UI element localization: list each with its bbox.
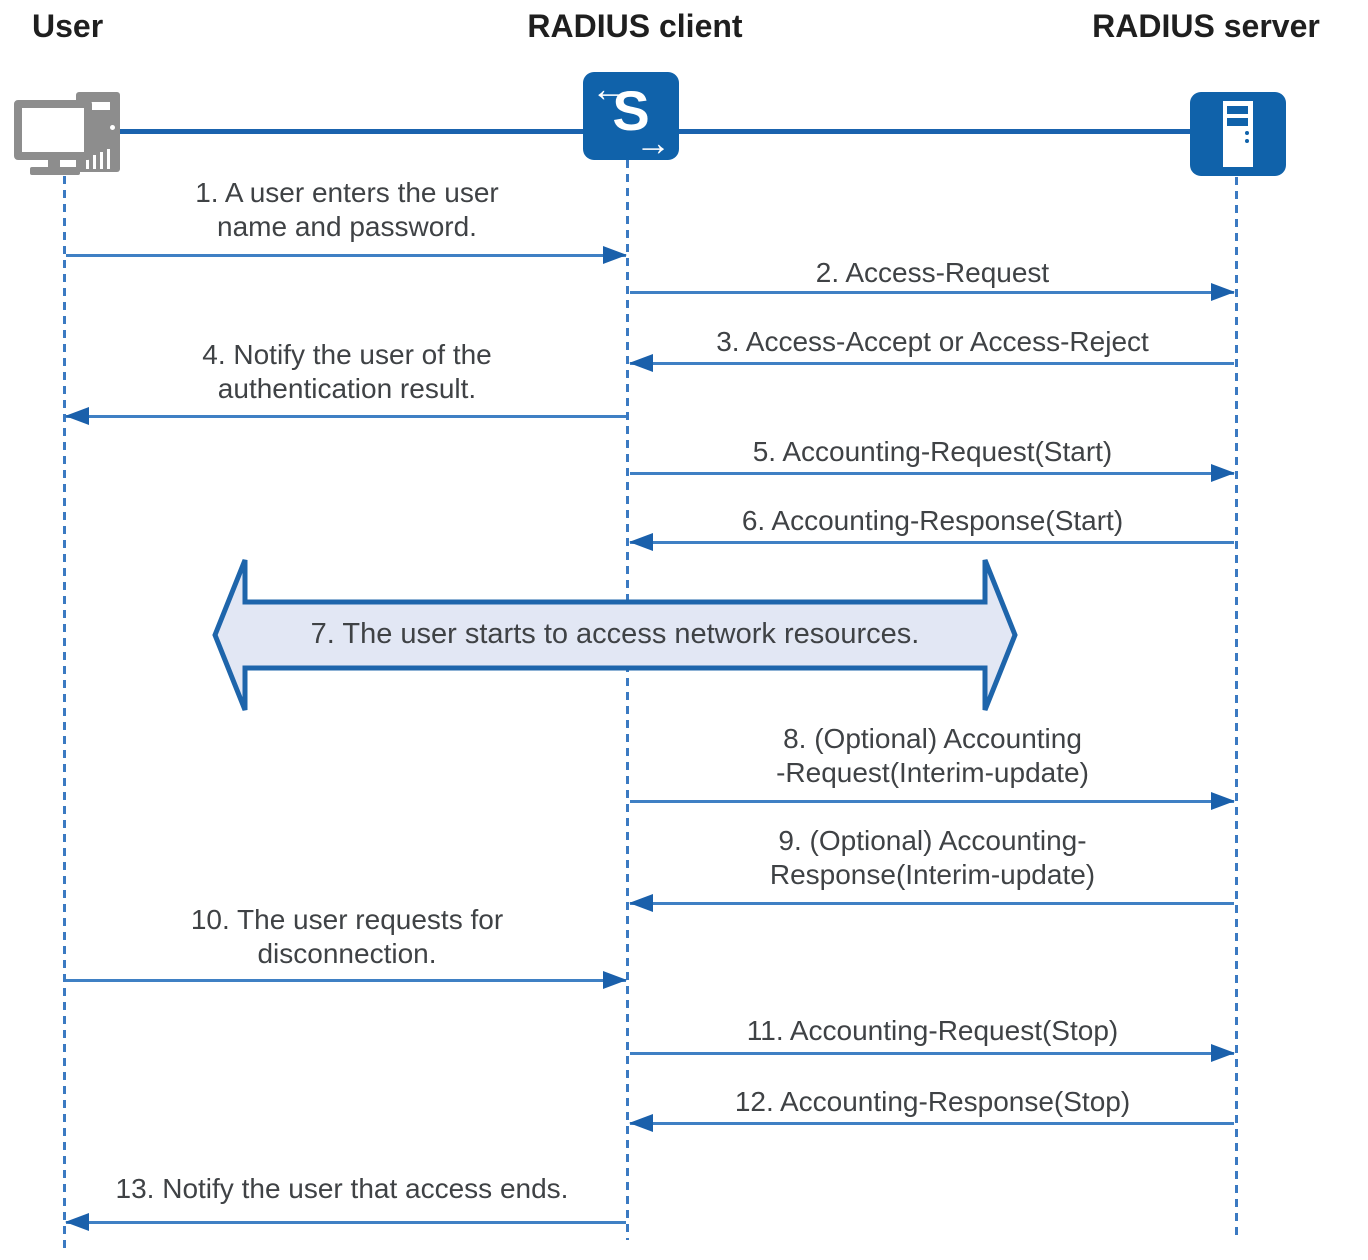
server-slot	[1227, 106, 1248, 114]
computer-monitor	[14, 100, 92, 160]
switch-arrow-right-icon: →	[635, 122, 671, 163]
message-9-label: 9. (Optional) Accounting- Response(Inter…	[769, 825, 1096, 890]
message-6-arrow	[629, 533, 1234, 551]
message-2-arrow	[630, 283, 1235, 301]
message-4-arrow	[65, 407, 626, 425]
actor-title-radius-server: RADIUS server	[1092, 8, 1320, 44]
message-11-label: 11. Accounting-Request(Stop)	[746, 1015, 1119, 1046]
message-10-label: 10. The user requests for disconnection.	[190, 904, 504, 969]
actor-title-radius-client: RADIUS client	[527, 8, 743, 44]
lifeline-radius-client	[626, 160, 629, 1240]
message-3-arrow	[629, 354, 1234, 372]
message-13-arrow	[65, 1213, 626, 1231]
switch-arrow-left-icon: ←	[591, 68, 627, 109]
message-5-label: 5. Accounting-Request(Start)	[752, 436, 1113, 467]
server-tower	[1223, 101, 1253, 167]
monitor-stand	[48, 160, 60, 167]
message-11-arrow	[630, 1044, 1235, 1062]
server-slot	[1227, 118, 1248, 126]
switch-letter: S	[612, 79, 650, 142]
server-led	[1245, 131, 1249, 135]
message-12-label: 12. Accounting-Response(Stop)	[734, 1086, 1131, 1117]
message-13-label: 13. Notify the user that access ends.	[115, 1173, 569, 1204]
message-2-label: 2. Access-Request	[815, 257, 1050, 288]
step7-banner-label: 7. The user starts to access network res…	[310, 618, 920, 650]
monitor-base	[30, 167, 80, 175]
desktop-computer-icon	[14, 90, 120, 178]
double-arrow-shape	[212, 559, 1018, 711]
message-3-label: 3. Access-Accept or Access-Reject	[716, 326, 1149, 357]
message-8-arrow	[630, 792, 1235, 810]
message-10-arrow	[66, 971, 627, 989]
lifeline-user	[63, 176, 66, 1248]
server-icon	[1190, 92, 1286, 176]
message-8-label: 8. (Optional) Accounting -Request(Interi…	[776, 723, 1089, 788]
actor-title-user: User	[32, 8, 104, 44]
message-12-arrow	[629, 1114, 1234, 1132]
message-5-arrow	[630, 464, 1235, 482]
message-9-arrow	[629, 894, 1234, 912]
tower-vents	[86, 149, 120, 169]
message-6-label: 6. Accounting-Response(Start)	[741, 505, 1124, 536]
message-1-arrow	[66, 246, 627, 264]
message-4-label: 4. Notify the user of the authentication…	[202, 339, 492, 404]
server-led	[1245, 139, 1249, 143]
step7-banner-arrow: 7. The user starts to access network res…	[212, 556, 1018, 714]
message-1-label: 1. A user enters the user name and passw…	[195, 177, 499, 242]
lifeline-radius-server	[1235, 177, 1238, 1237]
tower-button	[110, 125, 115, 130]
tower-slot	[84, 102, 110, 110]
switch-icon: ← S →	[583, 68, 679, 163]
